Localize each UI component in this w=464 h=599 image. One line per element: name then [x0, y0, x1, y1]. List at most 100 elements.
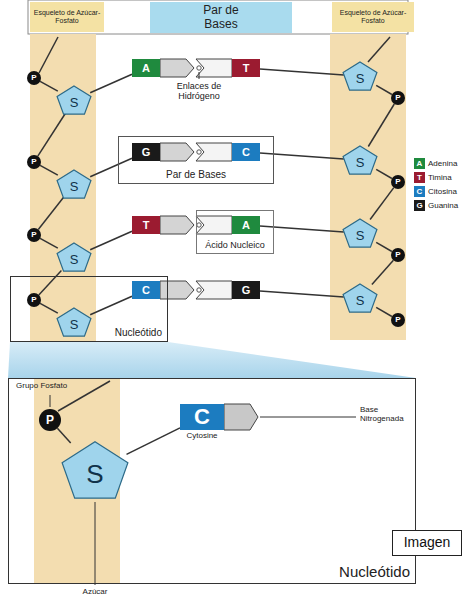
node-text: Nucleótido: [115, 327, 162, 339]
legend-row: AAdenina: [414, 156, 458, 170]
sugar-pentagon: S: [342, 218, 378, 248]
backbone-bond: [38, 198, 63, 230]
legend-row: GGuanina: [414, 198, 458, 212]
backbone-bond: [40, 238, 58, 248]
node-text: P: [395, 94, 400, 102]
header-cell: Par de Bases: [150, 2, 292, 33]
node-text: S: [86, 461, 103, 487]
base-block: CCytosine: [180, 404, 224, 430]
node-text: G: [242, 285, 251, 296]
drawing-part: [197, 150, 201, 154]
node-text: Ácido Nucleico: [205, 240, 265, 251]
backbone-bond: [90, 74, 132, 93]
drawing-part: [260, 417, 356, 418]
node-text: P: [395, 316, 400, 324]
node-text: T: [243, 63, 250, 74]
backbone-bond: [40, 81, 58, 91]
node-text: G: [142, 147, 151, 158]
backbone-bond: [260, 153, 344, 159]
group-frame: Ácido Nucleico A: [196, 210, 274, 254]
base-block: A: [232, 216, 260, 234]
sugar-shape: [343, 146, 377, 174]
backbone-bond: [90, 231, 132, 250]
backbone-stub: [39, 37, 390, 411]
group-frame: Par de BasesGC: [118, 136, 274, 184]
callout-label: Azúcar: [70, 587, 120, 596]
phosphate-circle: P: [391, 248, 405, 262]
backbone-bond: [376, 85, 392, 94]
backbone-bond: [368, 104, 394, 147]
legend-swatch: C: [414, 186, 425, 197]
backbone-bond: [39, 271, 62, 295]
node-text: P: [46, 414, 54, 426]
base-block: G: [132, 143, 160, 161]
sugar-shape: [57, 243, 91, 271]
node-subtext: Cytosine: [180, 431, 224, 441]
drawing-part: [197, 288, 201, 292]
sugar-pentagon: S: [56, 242, 92, 272]
legend-text: Citosina: [428, 187, 457, 196]
node-text: Par de Bases: [185, 4, 257, 30]
phosphate-circle: P: [27, 228, 41, 242]
node-text: Esqueleto de Azúcar-Fosfato: [334, 9, 412, 24]
header-cell: Esqueleto de Azúcar-Fosfato: [332, 2, 414, 32]
legend-swatch: G: [414, 200, 425, 211]
backbone-bond: [57, 428, 70, 443]
phosphate-circle: P: [39, 409, 61, 431]
node-text: S: [356, 294, 365, 307]
drawing-part: [199, 72, 200, 79]
backbone-bond: [260, 226, 344, 232]
zoom-wedge: [8, 342, 416, 378]
sugar-pentagon: S: [56, 169, 92, 199]
phosphate-circle: P: [391, 313, 405, 327]
node-text: S: [356, 156, 365, 169]
node-text: P: [31, 74, 36, 82]
backbone-bond: [376, 169, 392, 178]
drawing-part: [95, 502, 96, 585]
legend-text: Guanina: [428, 201, 458, 210]
drawing-part: [196, 59, 232, 77]
drawing-part: [196, 216, 232, 234]
backbone-bond: [90, 296, 132, 315]
sugar-pentagon: S: [56, 307, 92, 337]
node-text: C: [180, 404, 224, 430]
backbone-bond: [127, 428, 181, 455]
drawing-part: [160, 216, 194, 234]
sugar-pentagon: S: [342, 61, 378, 91]
sugar-shape: [57, 308, 91, 336]
legend-text: Adenina: [428, 159, 457, 168]
backbone-bond: [40, 165, 58, 175]
drawing-part: [160, 59, 194, 77]
sugar-pentagon: S: [342, 145, 378, 175]
legend-letter: A: [414, 158, 425, 169]
base-block: G: [232, 281, 260, 299]
drawing-part: [39, 37, 58, 73]
legend-letter: T: [414, 172, 425, 183]
phosphate-circle: P: [27, 71, 41, 85]
phosphate-circle: P: [27, 293, 41, 307]
legend-letter: C: [414, 186, 425, 197]
drawing-part: [8, 342, 416, 378]
header-cell: Esqueleto de Azúcar-Fosfato: [30, 2, 104, 32]
node-text: P: [31, 296, 36, 304]
drawing-part: [50, 395, 51, 407]
backbone-bond: [40, 303, 58, 313]
drawing-part: [368, 37, 390, 62]
base-block: C: [232, 143, 260, 161]
group-frame: NucleótidoPSCCytosine: [8, 378, 416, 584]
callout-label: Grupo Fosfato: [16, 381, 67, 390]
sugar-pentagon: S: [56, 85, 92, 115]
sugar-shape: [62, 442, 128, 498]
legend-text: Timina: [428, 173, 452, 182]
drawing-part: [224, 404, 258, 430]
phosphate-circle: P: [391, 91, 405, 105]
base-block: C: [132, 281, 160, 299]
legend-letter: G: [414, 200, 425, 211]
phosphate-circle: P: [27, 155, 41, 169]
sugar-pentagon: S: [342, 283, 378, 313]
backbone-bond: [260, 291, 344, 297]
legend-swatch: A: [414, 158, 425, 169]
group-frame: Nucleótido P S C: [10, 276, 168, 342]
legend-row: TTimina: [414, 170, 458, 184]
